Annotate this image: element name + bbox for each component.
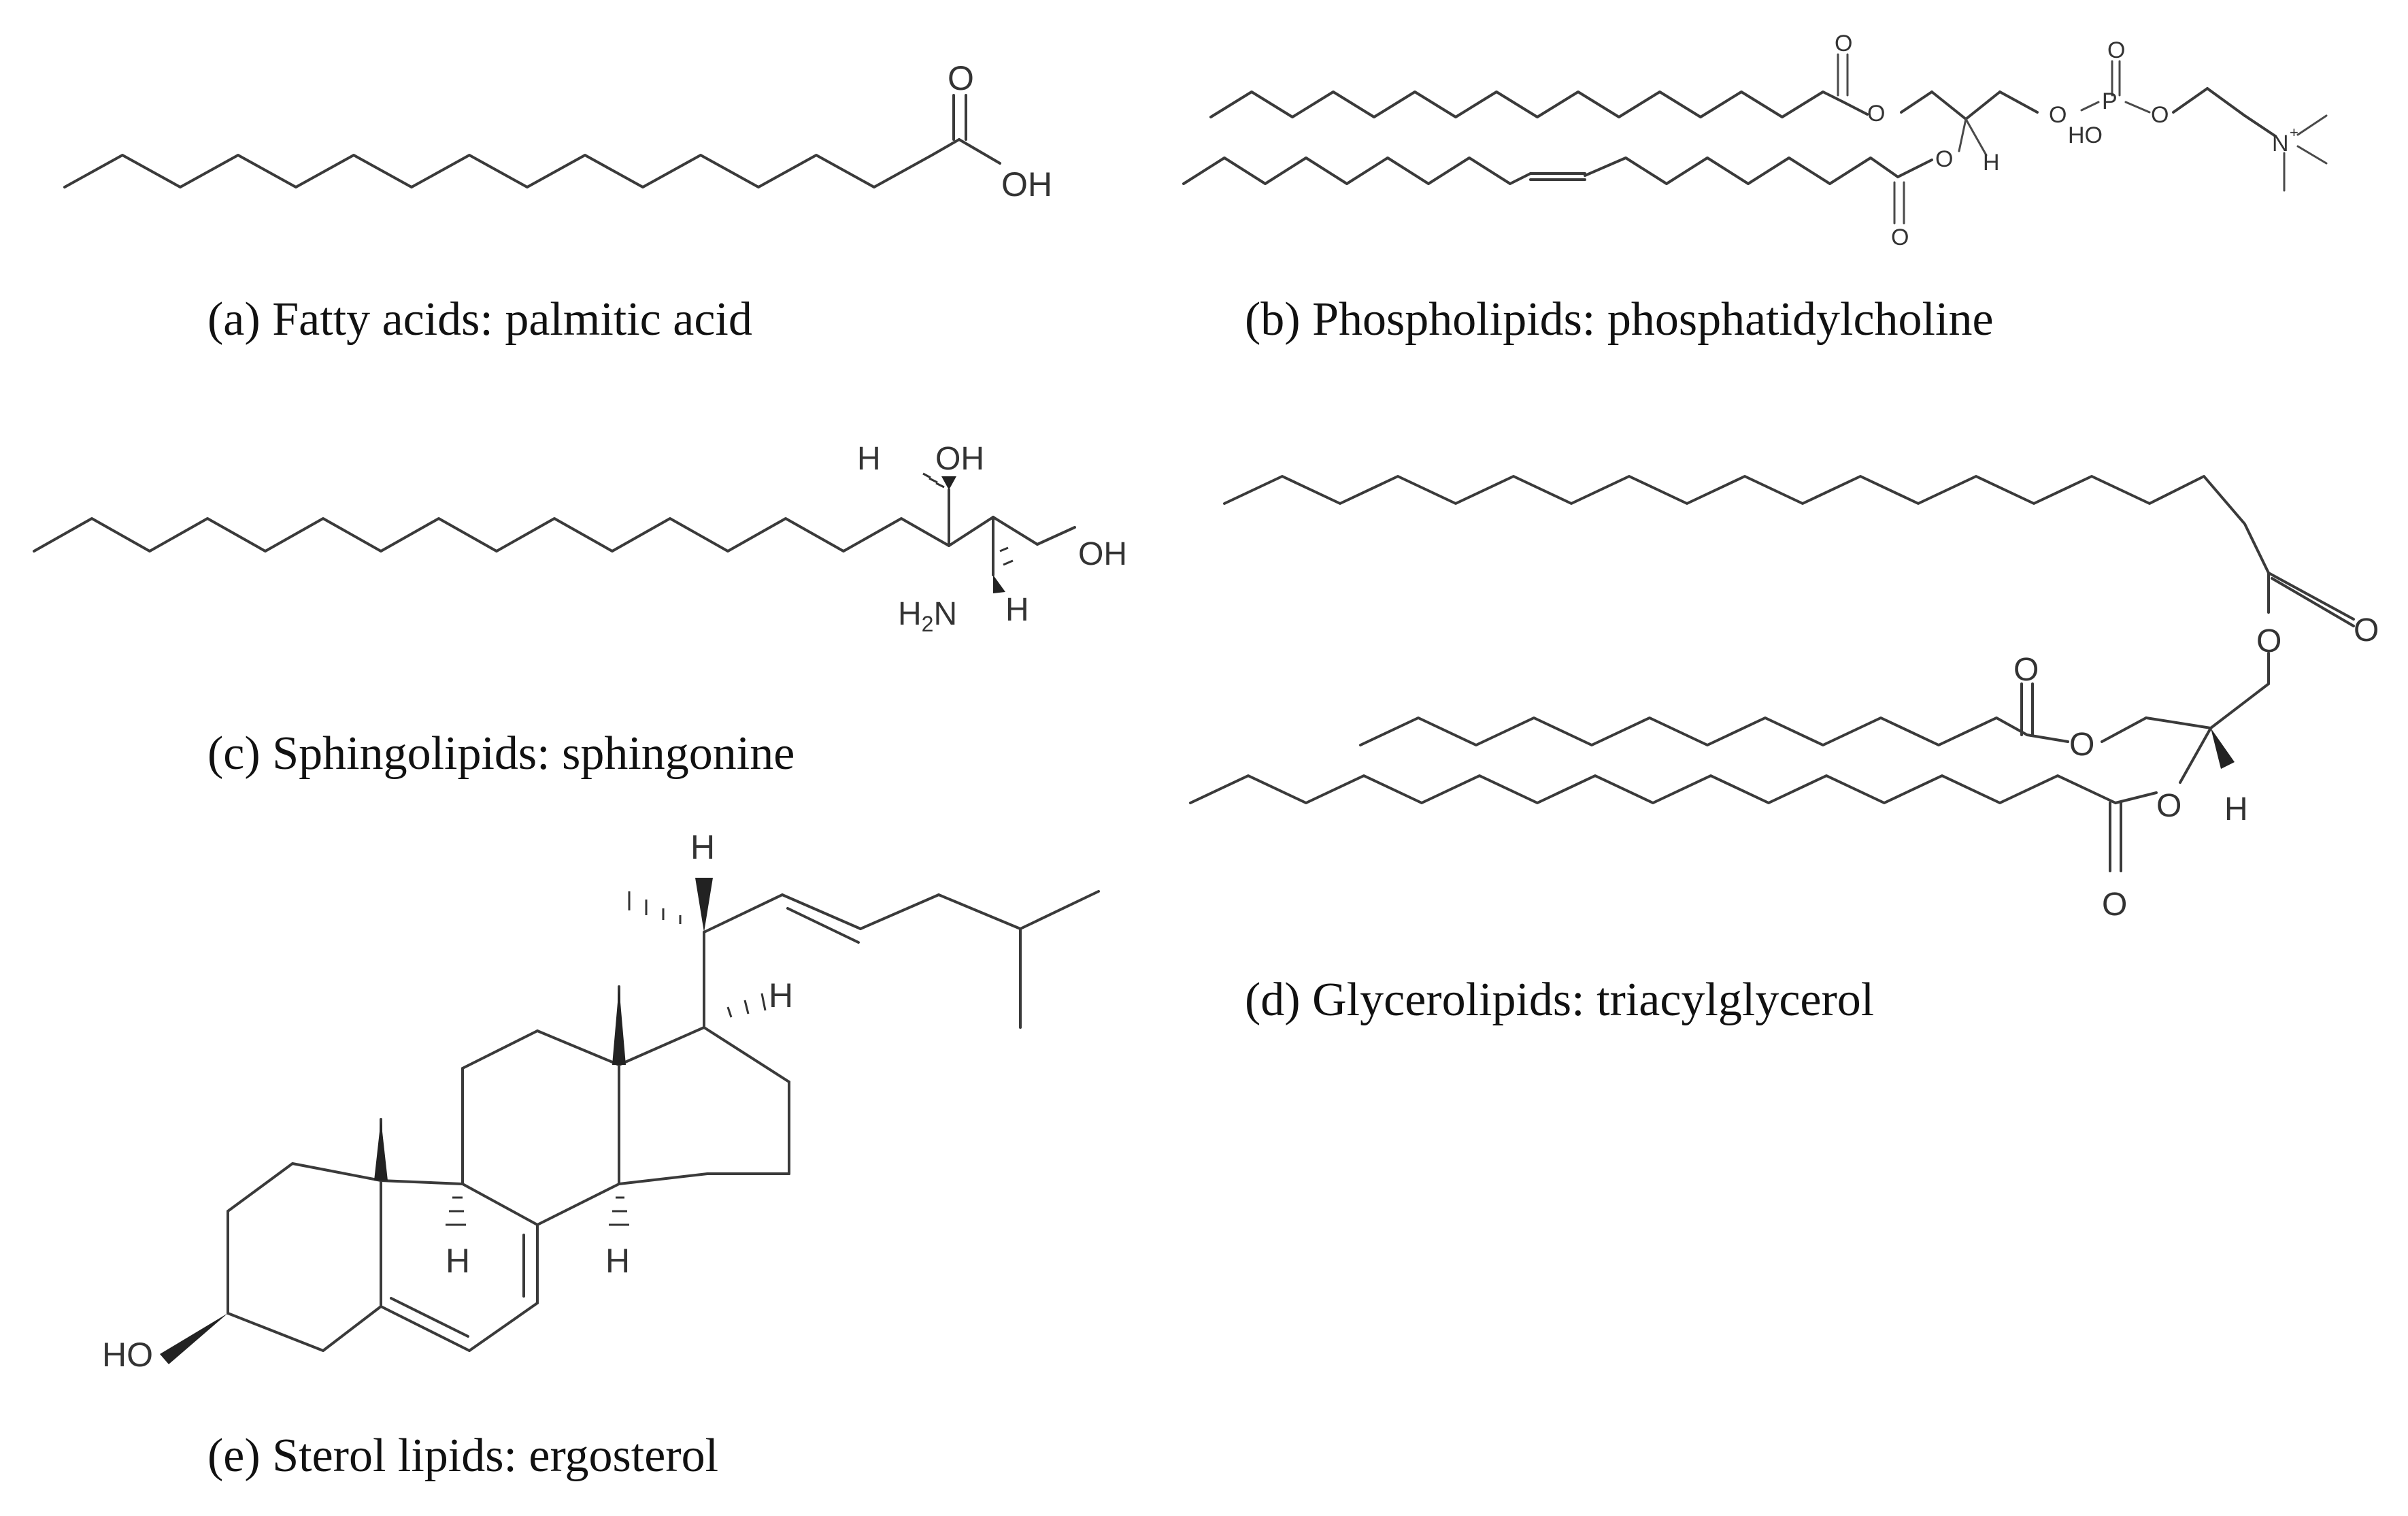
structure-sphingonine: H OH OH H2N H bbox=[33, 441, 1127, 636]
atom-label-oh: OH bbox=[1078, 536, 1127, 572]
atom-label-o: O bbox=[948, 59, 974, 97]
atom-label-o: O bbox=[1891, 225, 1909, 250]
structure-ergosterol: H H H H HO bbox=[102, 828, 1100, 1374]
atom-label-p: P bbox=[2102, 88, 2118, 114]
atom-label-o: O bbox=[2156, 788, 2181, 824]
atom-label-h: H bbox=[690, 828, 715, 866]
atom-label-o: O bbox=[2069, 727, 2094, 763]
structure-palmitic-acid: O OH bbox=[63, 59, 1052, 203]
atom-label-o: O bbox=[1867, 101, 1885, 127]
atom-label-ho: HO bbox=[102, 1336, 153, 1374]
atom-label-h: H bbox=[857, 441, 881, 477]
structure-triacylglycerol: O O O O O H O bbox=[1189, 475, 2379, 923]
atom-label-n: N bbox=[2272, 131, 2289, 156]
atom-label-h: H bbox=[769, 976, 793, 1015]
atom-label-h: H bbox=[605, 1242, 630, 1280]
atom-label-h: H bbox=[1005, 592, 1029, 628]
atom-label-o: O bbox=[2049, 102, 2067, 128]
atom-label-oh: OH bbox=[935, 441, 984, 477]
caption-d: (d) Glycerolipids: triacylglycerol bbox=[1245, 974, 1874, 1026]
caption-e: (e) Sterol lipids: ergosterol bbox=[207, 1430, 718, 1482]
atom-label-o: O bbox=[2256, 623, 2281, 659]
atom-label-o: O bbox=[2102, 887, 2127, 923]
caption-b: (b) Phospholipids: phosphatidylcholine bbox=[1245, 293, 1994, 346]
atom-label-oh: OH bbox=[1001, 165, 1052, 203]
atom-label-plus: + bbox=[2290, 124, 2298, 141]
structure-phosphatidylcholine: O O O O H O P O HO O N + bbox=[1182, 31, 2328, 250]
atom-label-h2n: H2N bbox=[898, 596, 957, 636]
caption-c: (c) Sphingolipids: sphingonine bbox=[207, 727, 795, 780]
atom-label-h: H bbox=[446, 1242, 470, 1280]
atom-label-h: H bbox=[2224, 791, 2248, 827]
atom-label-o: O bbox=[2013, 652, 2039, 688]
atom-label-o: O bbox=[1835, 31, 1852, 56]
atom-label-o: O bbox=[2151, 102, 2169, 128]
atom-label-ho: HO bbox=[2068, 122, 2103, 148]
atom-label-o: O bbox=[1935, 146, 1953, 172]
atom-label-o: O bbox=[2354, 612, 2379, 648]
atom-label-o: O bbox=[2107, 37, 2125, 63]
atom-label-h: H bbox=[1983, 150, 2000, 176]
caption-a: (a) Fatty acids: palmitic acid bbox=[207, 293, 752, 346]
